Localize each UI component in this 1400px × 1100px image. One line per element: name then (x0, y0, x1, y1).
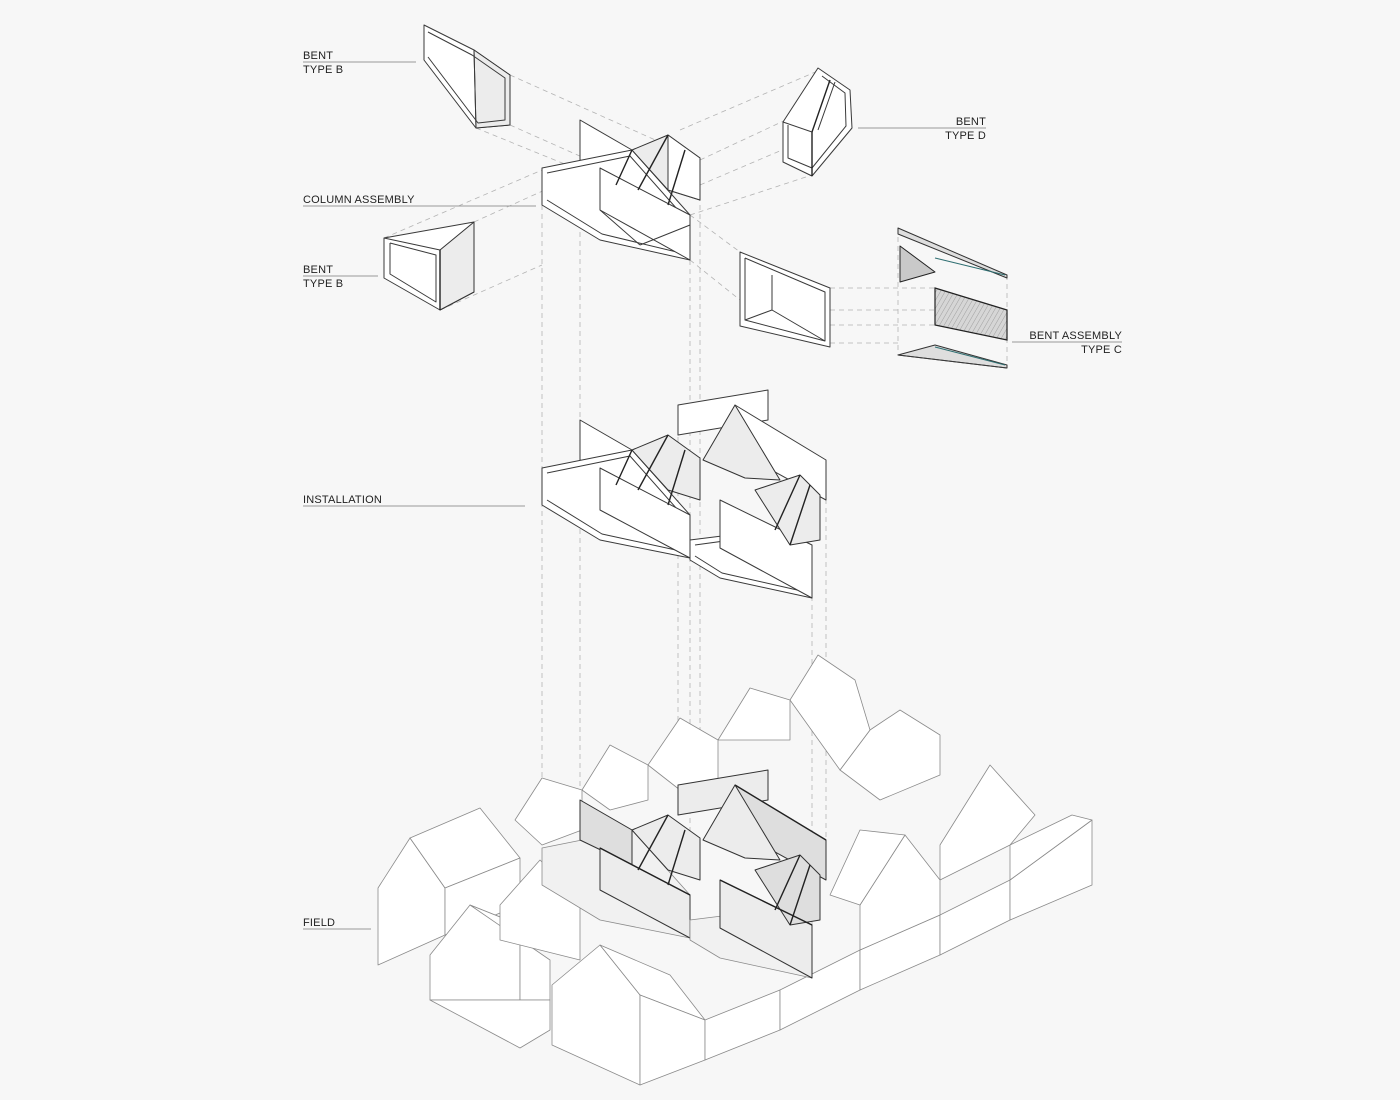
label-line: INSTALLATION (303, 494, 383, 506)
bent-type-b-mid (383, 221, 475, 311)
label-line: BENT (303, 264, 334, 276)
label-line: BENT (955, 116, 986, 128)
bent-type-b-top (423, 24, 511, 129)
label-bent-type-b-mid: BENT TYPE B (303, 263, 343, 291)
label-line: TYPE D (945, 130, 986, 142)
bent-assembly-type-c (897, 227, 1008, 369)
label-line: TYPE B (303, 278, 344, 290)
bent-open-box (739, 251, 831, 348)
label-bent-assembly-type-c: BENT ASSEMBLY TYPE C (1012, 329, 1122, 357)
label-line: TYPE B (303, 64, 344, 76)
label-line: BENT ASSEMBLY (1029, 330, 1122, 342)
label-installation: INSTALLATION (303, 493, 382, 507)
label-line: TYPE C (1081, 344, 1122, 356)
label-line: FIELD (303, 917, 336, 929)
label-column-assembly: COLUMN ASSEMBLY (303, 193, 415, 207)
field-roofscape (377, 654, 1093, 1086)
leader-lines (303, 61, 1122, 930)
bent-type-d (782, 67, 853, 177)
label-bent-type-b-top: BENT TYPE B (303, 49, 343, 77)
installation-assembly (541, 389, 827, 599)
label-line: BENT (303, 50, 334, 62)
column-assembly (541, 119, 701, 261)
label-bent-type-d: BENT TYPE D (900, 115, 986, 143)
label-field: FIELD (303, 916, 335, 930)
label-line: COLUMN ASSEMBLY (303, 194, 415, 206)
